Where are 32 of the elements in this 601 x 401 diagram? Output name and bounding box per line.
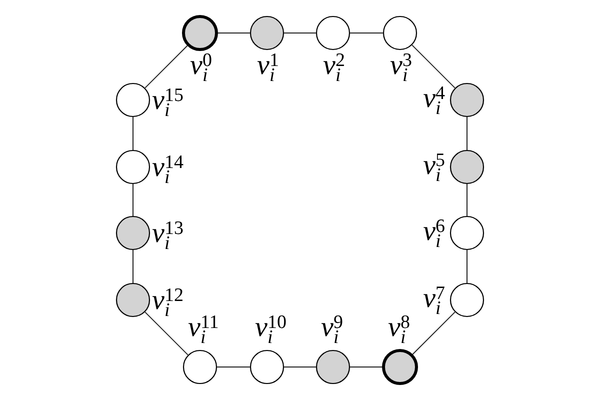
edge-line [284,366,316,368]
edge-line [466,116,468,150]
edge-line [412,312,456,355]
vertex-circle [248,348,286,386]
vertex-circle [381,14,419,52]
vertex-circle [114,148,152,186]
vertex-circle [114,81,152,119]
edge-line [218,32,250,34]
vertex-circle [248,14,286,52]
vertex-circle [314,14,352,52]
vertex-circle [114,281,152,319]
edge-line [132,116,134,150]
edge-line [466,184,468,216]
edge-line [132,250,134,284]
vertex-circle [448,148,486,186]
vertex-circle [114,214,152,252]
edge-line [350,366,382,368]
edge-line [132,184,134,216]
edge-line [412,44,456,88]
edge-line [216,366,250,368]
vertex-circle [181,14,219,52]
vertex-circle [181,348,219,386]
edge-line [144,312,188,356]
vertex-circle [314,348,352,386]
vertex-circle [448,214,486,252]
vertex-circle [448,81,486,119]
vertex-circle [448,281,486,319]
edge-line [144,45,188,88]
edge-line [466,250,468,284]
edge-line [284,32,316,34]
edge-line [350,32,384,34]
vertex-circle [381,348,419,386]
